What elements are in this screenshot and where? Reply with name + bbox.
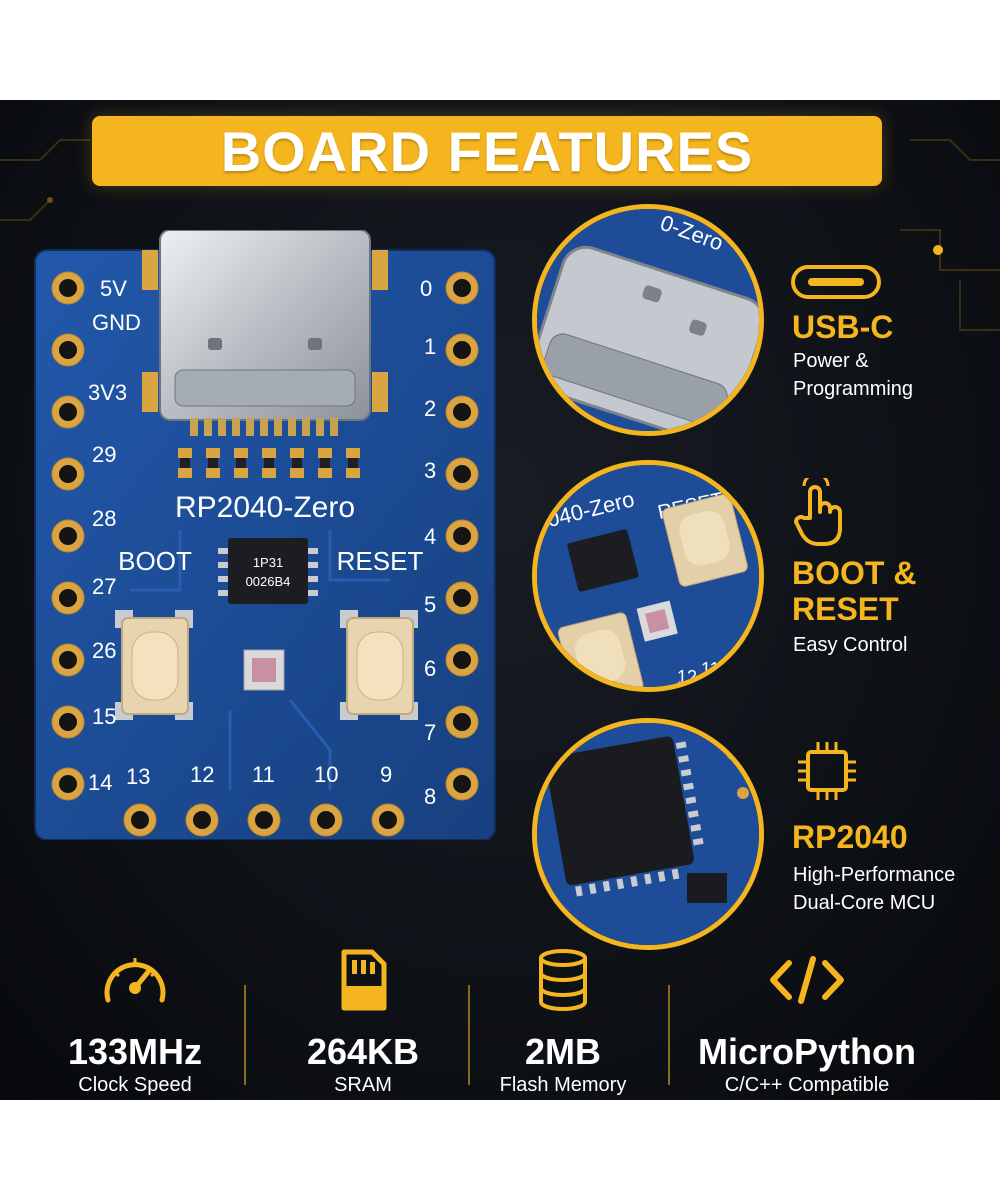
svg-text:14: 14 — [88, 770, 112, 795]
stat-divider — [668, 985, 670, 1085]
code-brackets-icon — [770, 956, 844, 1004]
usb-c-feature-desc-1: Power & — [793, 350, 869, 372]
stat-divider — [468, 985, 470, 1085]
svg-text:15: 15 — [92, 704, 116, 729]
usb-c-connector — [142, 230, 388, 436]
svg-text:3V3: 3V3 — [88, 380, 127, 405]
svg-text:0026B4: 0026B4 — [246, 574, 291, 589]
svg-text:9: 9 — [380, 762, 392, 787]
svg-text:27: 27 — [92, 574, 116, 599]
svg-text:8: 8 — [424, 784, 436, 809]
left-pin-labels: 5V GND 3V3 29 28 27 26 15 14 — [88, 276, 141, 795]
right-pin-labels: 0 1 2 3 4 5 6 7 8 — [420, 276, 436, 809]
speedometer-icon — [104, 958, 166, 1003]
svg-text:12: 12 — [190, 762, 214, 787]
stat-value: 264KB — [306, 1031, 420, 1072]
svg-text:7: 7 — [424, 720, 436, 745]
stat-label: Flash Memory — [499, 1074, 627, 1096]
bottom-pin-pads — [123, 803, 405, 837]
boot-reset-feature-desc: Easy Control — [793, 634, 908, 656]
stat-micropython: MicroPython C/C++ Compatible — [692, 945, 922, 1097]
svg-text:13: 13 — [126, 764, 150, 789]
rgb-led — [243, 649, 285, 691]
stat-value: 133MHz — [67, 1031, 203, 1072]
stat-divider — [244, 985, 246, 1085]
usb-c-feature-desc-2: Programming — [793, 378, 914, 400]
flash-chip: 1P31 0026B4 — [218, 538, 318, 604]
stat-value: MicroPython — [697, 1031, 916, 1072]
boot-reset-feature-title-1: BOOT & — [792, 555, 917, 591]
svg-text:26: 26 — [92, 638, 116, 663]
tap-hand-icon — [794, 478, 842, 546]
rp2040-feature-desc-2: Dual-Core MCU — [793, 892, 936, 914]
svg-text:10: 10 — [725, 649, 745, 669]
rp2040-feature-title: RP2040 — [792, 819, 908, 855]
stat-label: C/C++ Compatible — [724, 1074, 890, 1096]
memory-card-icon — [341, 949, 387, 1011]
rp2040-chip-closeup — [532, 718, 764, 950]
svg-text:1: 1 — [424, 334, 436, 359]
usb-c-port-icon — [791, 265, 881, 299]
svg-text:12: 12 — [677, 667, 697, 687]
svg-text:29: 29 — [92, 442, 116, 467]
svg-text:1P31: 1P31 — [253, 555, 283, 570]
page-title: BOARD FEATURES — [220, 119, 754, 183]
database-stack-icon — [539, 949, 587, 1011]
stat-clock-speed: 133MHz Clock Speed — [20, 945, 250, 1097]
reset-button[interactable] — [340, 610, 418, 720]
resistor-array — [178, 448, 360, 478]
rp2040-zero-board: RP2040-Zero 1P31 0026B4 BOOT RESET — [34, 230, 496, 840]
svg-text:28: 28 — [92, 506, 116, 531]
boot-label: BOOT — [118, 546, 192, 576]
feature-panel: BOARD FEATURES — [0, 100, 1000, 1100]
boot-reset-feature-title-2: RESET — [792, 591, 899, 627]
chip-icon — [798, 742, 856, 800]
svg-text:11: 11 — [252, 762, 275, 787]
boot-button[interactable] — [115, 610, 193, 720]
svg-text:GND: GND — [92, 310, 141, 335]
bottom-pin-labels: 13 12 11 10 9 — [126, 762, 392, 789]
usb-c-closeup: 0-Zero — [532, 204, 764, 436]
svg-text:10: 10 — [314, 762, 338, 787]
reset-label: RESET — [337, 546, 424, 576]
usb-c-feature-title: USB-C — [792, 309, 894, 345]
svg-text:0: 0 — [420, 276, 432, 301]
rp2040-feature-desc-1: High-Performance — [793, 864, 956, 886]
stat-label: SRAM — [334, 1074, 392, 1096]
svg-text:4: 4 — [424, 524, 436, 549]
boot-reset-closeup: 040-Zero RESET 12 11 10 — [532, 460, 764, 692]
svg-text:3: 3 — [424, 458, 436, 483]
right-pin-pads — [445, 271, 479, 801]
board-name-silkscreen: RP2040-Zero — [175, 491, 355, 524]
left-pin-pads — [51, 271, 85, 801]
stat-sram: 264KB SRAM — [248, 945, 478, 1097]
circuit-traces-decoration — [0, 139, 1000, 331]
svg-text:11: 11 — [701, 659, 720, 679]
stat-label: Clock Speed — [78, 1074, 192, 1096]
svg-text:5: 5 — [424, 592, 436, 617]
svg-text:6: 6 — [424, 656, 436, 681]
stat-flash: 2MB Flash Memory — [448, 945, 678, 1097]
svg-text:5V: 5V — [100, 276, 127, 301]
svg-text:2: 2 — [424, 396, 436, 421]
stat-value: 2MB — [524, 1031, 601, 1072]
title-banner: BOARD FEATURES — [92, 116, 882, 186]
